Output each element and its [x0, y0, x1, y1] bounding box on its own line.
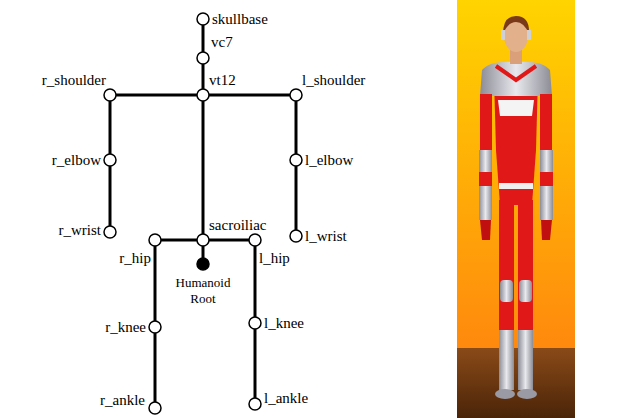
joint-node: r_hip: [148, 233, 162, 247]
joint-circle: [248, 397, 262, 411]
bone-line: [109, 166, 112, 226]
joint-node: sacroiliac: [196, 233, 210, 247]
joint-circle: [196, 88, 210, 102]
joint-label: sacroiliac: [209, 217, 266, 234]
joint-label: skullbase: [212, 11, 268, 28]
bone-line: [161, 239, 197, 242]
joint-label: l_ankle: [264, 390, 308, 407]
bone-line: [116, 94, 197, 97]
joint-circle: [196, 51, 210, 65]
joint-circle: [196, 12, 210, 26]
joint-circle: [103, 88, 117, 102]
joint-label: l_shoulder: [302, 72, 365, 89]
avatar-figure: [479, 16, 553, 399]
joint-node: l_hip: [248, 233, 262, 247]
joint-circle: [148, 401, 162, 415]
joint-label: r_knee: [105, 319, 146, 336]
joint-label: r_wrist: [59, 222, 102, 239]
joint-node: Humanoid Root: [196, 257, 210, 271]
bone-line: [154, 333, 157, 402]
joint-node: vt12: [196, 88, 210, 102]
joint-circle: [289, 229, 303, 243]
joint-circle: [103, 153, 117, 167]
joint-label: l_elbow: [305, 152, 353, 169]
bone-line: [202, 64, 205, 89]
root-joint: [196, 257, 210, 271]
joint-circle: [248, 316, 262, 330]
backdrop: [457, 0, 575, 418]
joint-node: l_wrist: [289, 229, 303, 243]
joint-circle: [103, 225, 117, 239]
joint-node: r_ankle: [148, 401, 162, 415]
bone-line: [209, 94, 290, 97]
bone-line: [202, 246, 205, 258]
bone-line: [202, 25, 205, 52]
joint-label: r_elbow: [52, 152, 101, 169]
joint-label: l_knee: [264, 315, 304, 332]
joint-node: skullbase: [196, 12, 210, 26]
joint-node: l_elbow: [289, 153, 303, 167]
bone-line: [109, 101, 112, 154]
bone-line: [295, 101, 298, 154]
bone-line: [154, 246, 157, 321]
joint-label: r_hip: [119, 250, 151, 267]
joint-node: l_knee: [248, 316, 262, 330]
joint-label: l_wrist: [305, 228, 347, 245]
joint-circle: [289, 153, 303, 167]
joint-circle: [248, 233, 262, 247]
floor: [457, 348, 575, 418]
bone-line: [295, 166, 298, 230]
bone-line: [202, 101, 205, 234]
joint-label: vc7: [211, 34, 233, 51]
joint-label: vt12: [209, 72, 236, 89]
bone-line: [254, 329, 257, 398]
joint-node: l_ankle: [248, 397, 262, 411]
joint-node: r_wrist: [103, 225, 117, 239]
joint-circle: [289, 88, 303, 102]
joint-node: r_knee: [148, 320, 162, 334]
joint-label: r_shoulder: [42, 72, 106, 89]
joint-node: vc7: [196, 51, 210, 65]
joint-node: r_elbow: [103, 153, 117, 167]
joint-circle: [148, 320, 162, 334]
joint-label: Humanoid Root: [172, 275, 234, 307]
bone-line: [209, 239, 249, 242]
bone-line: [254, 246, 257, 317]
joint-node: r_shoulder: [103, 88, 117, 102]
joint-label: r_ankle: [100, 392, 145, 409]
joint-circle: [148, 233, 162, 247]
joint-circle: [196, 233, 210, 247]
joint-label: l_hip: [259, 250, 290, 267]
joint-node: l_shoulder: [289, 88, 303, 102]
